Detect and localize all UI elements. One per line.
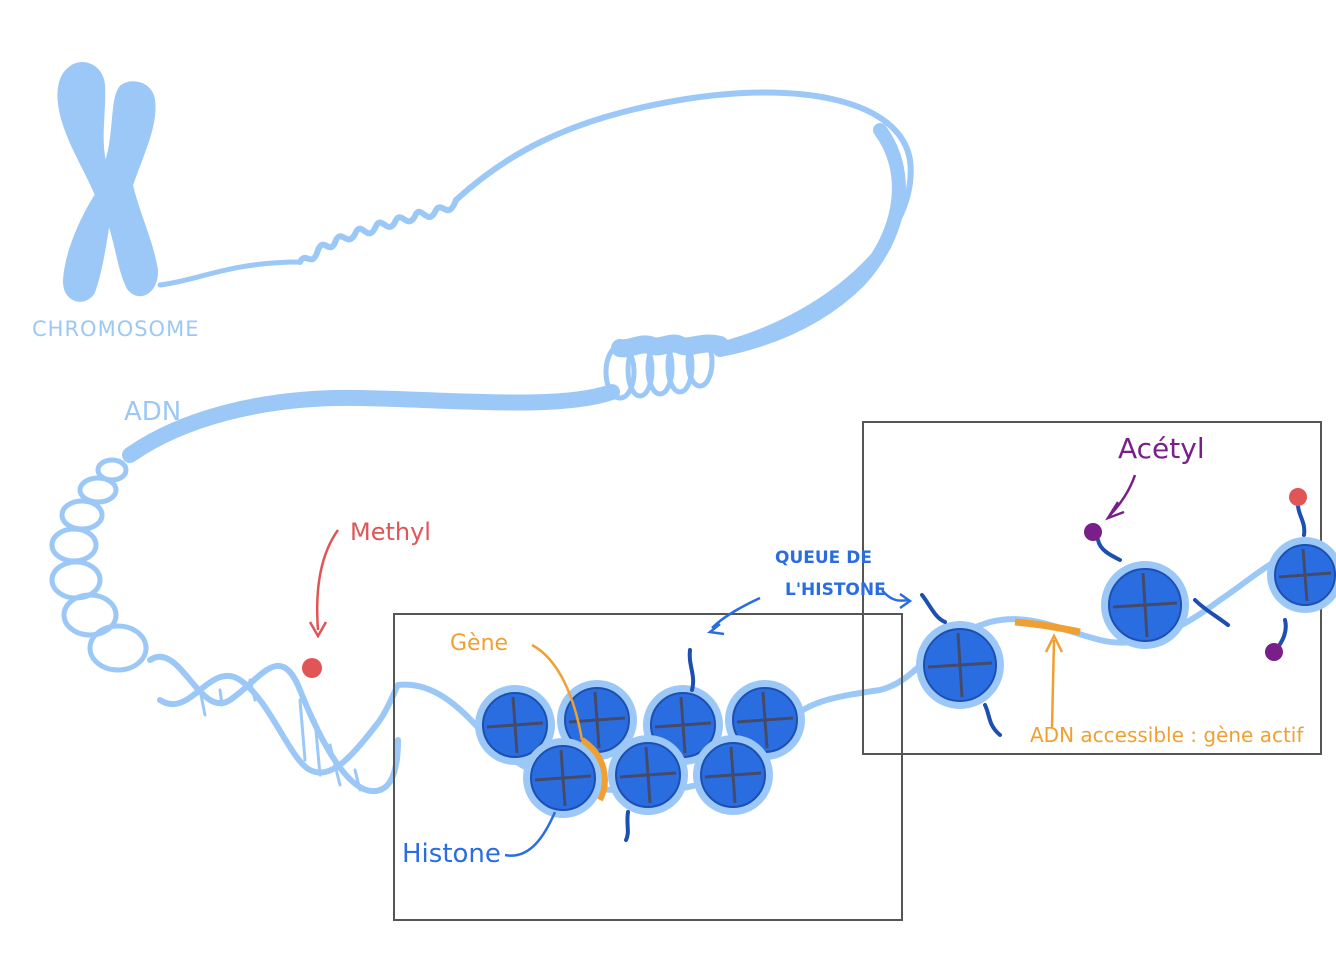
methyl-group (1289, 488, 1307, 506)
histone-tail (983, 703, 1002, 737)
histone (523, 738, 603, 818)
queue-label-line2: L'HISTONE (785, 580, 886, 600)
acetyl-label: Acétyl (1118, 432, 1205, 465)
gene-arrow (531, 643, 584, 741)
histone-tail (1193, 598, 1230, 627)
active-box (862, 421, 1322, 755)
queue-arrow-left (711, 596, 761, 629)
methyl-arrow (315, 529, 340, 631)
adn-label: ADN (124, 397, 181, 427)
histone-tail (920, 593, 947, 624)
queue-label-line1: QUEUE DE (775, 548, 872, 568)
acetyl-group (1265, 643, 1283, 661)
histone-tail (1096, 538, 1122, 562)
histone-tail (687, 648, 696, 692)
histone (475, 685, 555, 765)
histone (1267, 537, 1336, 613)
chromosome (57, 62, 158, 302)
methyl-label: Methyl (350, 518, 431, 546)
histone (1101, 561, 1189, 649)
histone (608, 735, 688, 815)
histone (693, 735, 773, 815)
methyl-group (302, 658, 322, 678)
chromosome-label: CHROMOSOME (32, 317, 199, 341)
active-histone-group (916, 488, 1336, 737)
accessible-caption: ADN accessible : gène actif (1030, 723, 1304, 747)
active-gene-segment (1014, 618, 1081, 636)
histone-tail (1296, 503, 1307, 537)
queue-arrow-right (881, 589, 909, 602)
histone-pointer (504, 811, 557, 857)
gene-label: Gène (450, 631, 508, 656)
inactive-box (393, 613, 903, 921)
dna-fiber (49, 89, 1303, 795)
gene-segment (580, 737, 608, 802)
inactive-histone-cluster (475, 648, 805, 842)
histone-tail (624, 810, 630, 842)
acetyl-group (1084, 523, 1102, 541)
accessible-arrow (1050, 639, 1056, 729)
histone (916, 621, 1004, 709)
histone-label: Histone (402, 839, 501, 869)
